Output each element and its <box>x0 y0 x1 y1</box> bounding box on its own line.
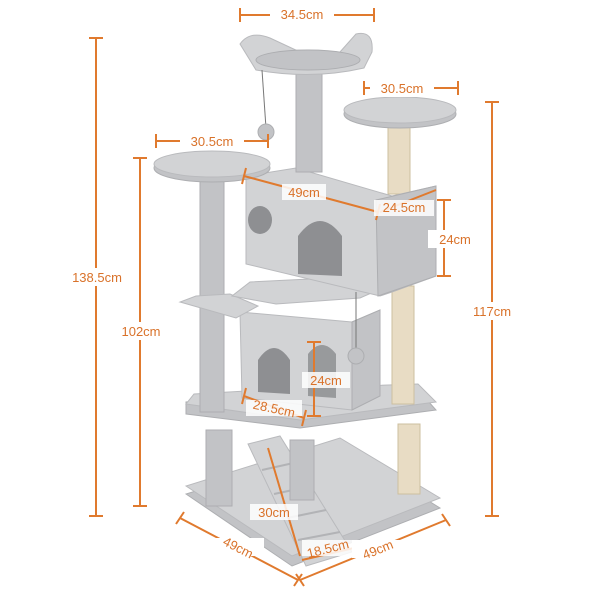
dim-top-perch-width: 34.5cm <box>281 7 324 22</box>
dim-left-platform-height: 102cm <box>121 324 160 339</box>
plush-post-mid <box>289 439 315 501</box>
dim-right-platform-height: 117cm <box>473 304 511 319</box>
dim-ramp-length: 30cm <box>258 505 290 520</box>
dim-left-platform-width: 30.5cm <box>191 134 234 149</box>
sisal-post-top <box>387 123 411 195</box>
plush-post-center <box>295 69 323 173</box>
upper-condo-door <box>298 221 342 276</box>
hanging-toy-top <box>257 123 275 141</box>
upper-condo-round-hole <box>248 206 272 234</box>
dim-lower-condo-height: 24cm <box>310 373 342 388</box>
hanging-toy-lower <box>347 347 365 365</box>
dim-condo-width: 49cm <box>288 185 320 200</box>
mid-left-platform <box>178 293 260 319</box>
dimension-lines: 34.5cm 30.5cm 30.5cm 49cm 24.5cm 24cm <box>60 5 520 587</box>
dim-total-height: 138.5cm <box>72 270 122 285</box>
lower-condo-door <box>258 348 290 394</box>
cat-tree-illustration <box>153 32 457 567</box>
dim-right-platform-width: 30.5cm <box>381 81 424 96</box>
plush-post-front-left <box>205 429 233 507</box>
dim-condo-depth: 24.5cm <box>383 200 426 215</box>
sisal-post-lower <box>397 423 421 495</box>
dim-condo-height: 24cm <box>439 232 471 247</box>
sisal-post-upper <box>391 285 415 405</box>
